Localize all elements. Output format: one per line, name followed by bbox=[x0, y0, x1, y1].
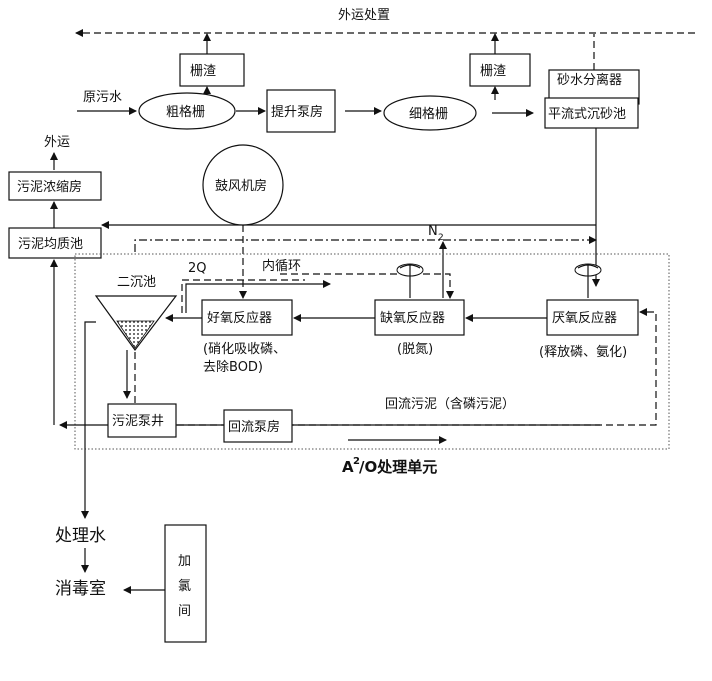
anoxic-reactor-label: 缺氧反应器 bbox=[380, 310, 445, 326]
coarse-screen-node bbox=[138, 92, 236, 130]
return-sludge-dash-line bbox=[177, 308, 657, 426]
clarifier-outlet-line bbox=[81, 321, 96, 519]
sludge-thickening-house-label: 污泥浓缩房 bbox=[17, 179, 82, 195]
secondary-clarifier-label: 二沉池 bbox=[117, 275, 156, 290]
aerobic-note-line2: 去除BOD) bbox=[203, 360, 263, 375]
two-q-label: 2Q bbox=[188, 261, 207, 276]
disinfection-room-label: 消毒室 bbox=[55, 579, 106, 599]
aerobic-reactor-box bbox=[201, 299, 293, 336]
return-sludge-label: 回流污泥（含磷污泥） bbox=[385, 396, 515, 412]
sludge-thickening-house-box bbox=[8, 171, 102, 201]
lift-pump-house-label: 提升泵房 bbox=[271, 104, 323, 120]
chlorination-room-char-2: 氯 bbox=[178, 579, 191, 594]
return-pump-house-box bbox=[223, 409, 293, 443]
sludge-pump-well-box bbox=[107, 403, 177, 438]
blower-room-label: 鼓风机房 bbox=[215, 178, 267, 194]
top-dashdot-recirculation bbox=[134, 236, 597, 252]
two-q-dash-line bbox=[181, 279, 305, 313]
screenings-box-right bbox=[469, 53, 531, 87]
anaerobic-reactor-label: 厌氧反应器 bbox=[552, 310, 617, 326]
sand-water-separator-label: 砂水分离器 bbox=[557, 72, 622, 88]
raw-sewage-label: 原污水 bbox=[83, 90, 122, 105]
anaerobic-mixer-icon bbox=[574, 263, 602, 298]
aerobic-reactor-label: 好氧反应器 bbox=[207, 310, 272, 326]
return-pump-house-label: 回流泵房 bbox=[228, 419, 280, 435]
a2o-unit-frame bbox=[74, 253, 670, 450]
fine-screen-label: 细格栅 bbox=[409, 106, 448, 122]
sludge-homogenizing-tank-label: 污泥均质池 bbox=[18, 237, 83, 252]
screenings-box-left bbox=[179, 53, 245, 87]
treated-water-label: 处理水 bbox=[55, 526, 106, 546]
secondary-clarifier-sludge bbox=[116, 320, 155, 349]
a2o-unit-title: A 2 /O处理单元 bbox=[342, 456, 437, 476]
sludge-homogenizing-tank-box bbox=[8, 227, 102, 259]
external-disposal-label: 外运处置 bbox=[338, 8, 390, 23]
anoxic-note: (脱氮) bbox=[397, 342, 433, 357]
sludge-pump-well-label: 污泥泵井 bbox=[112, 414, 164, 429]
internal-recirculation-arrow bbox=[185, 280, 331, 313]
advection-grit-chamber-label: 平流式沉砂池 bbox=[548, 107, 626, 122]
lift-pump-house-box bbox=[266, 89, 336, 133]
chlorination-room-box bbox=[164, 524, 207, 643]
svg-text:A: A bbox=[342, 458, 354, 476]
nitrogen-subscript: 2 bbox=[438, 233, 444, 243]
screenings-label-right: 栅渣 bbox=[480, 64, 506, 79]
anaerobic-note: (释放磷、氨化) bbox=[539, 345, 627, 360]
external-transport-label: 外运 bbox=[44, 135, 70, 150]
screenings-label-left: 栅渣 bbox=[190, 64, 216, 79]
internal-recirculation-label: 内循环 bbox=[262, 258, 301, 274]
svg-text:/O处理单元: /O处理单元 bbox=[359, 458, 437, 476]
internal-recirculation-to-anoxic bbox=[280, 273, 454, 299]
aerobic-note-line1: (硝化吸收磷、 bbox=[203, 342, 286, 357]
svg-text:2: 2 bbox=[353, 456, 360, 467]
anoxic-mixer-icon bbox=[396, 263, 424, 298]
chlorination-room-char-3: 间 bbox=[178, 604, 191, 619]
coarse-screen-label: 粗格栅 bbox=[166, 104, 205, 120]
fine-screen-node bbox=[383, 95, 477, 131]
nitrogen-label: N bbox=[428, 224, 438, 239]
chlorination-room-char-1: 加 bbox=[178, 554, 191, 569]
anaerobic-reactor-box bbox=[546, 299, 639, 336]
advection-grit-chamber-box bbox=[544, 97, 639, 129]
